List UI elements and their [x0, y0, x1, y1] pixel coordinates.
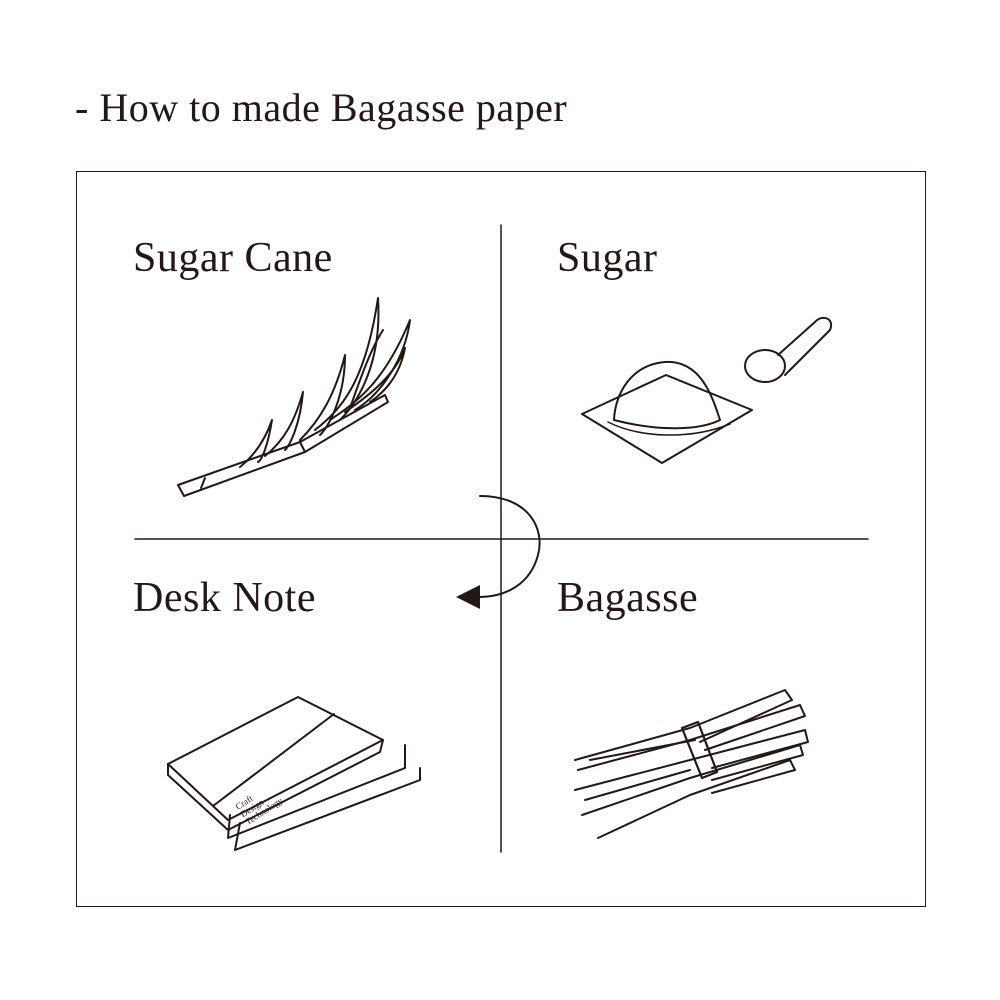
step-label-desk-note: Desk Note	[133, 575, 316, 621]
step-label-sugar: Sugar	[557, 235, 658, 281]
step-label-bagasse: Bagasse	[557, 575, 699, 621]
sugar-cane-icon	[177, 297, 411, 497]
sugar-icon	[581, 316, 833, 464]
desk-note-icon: CraftDesignTechnology	[167, 696, 421, 851]
cycle-arrow-icon	[456, 495, 541, 609]
diagram-frame	[76, 171, 926, 907]
step-label-sugar-cane: Sugar Cane	[133, 235, 333, 281]
page-title: - How to made Bagasse paper	[75, 85, 568, 130]
bagasse-icon	[574, 689, 809, 839]
desk-note-cover-logo: CraftDesignTechnology	[234, 780, 285, 827]
